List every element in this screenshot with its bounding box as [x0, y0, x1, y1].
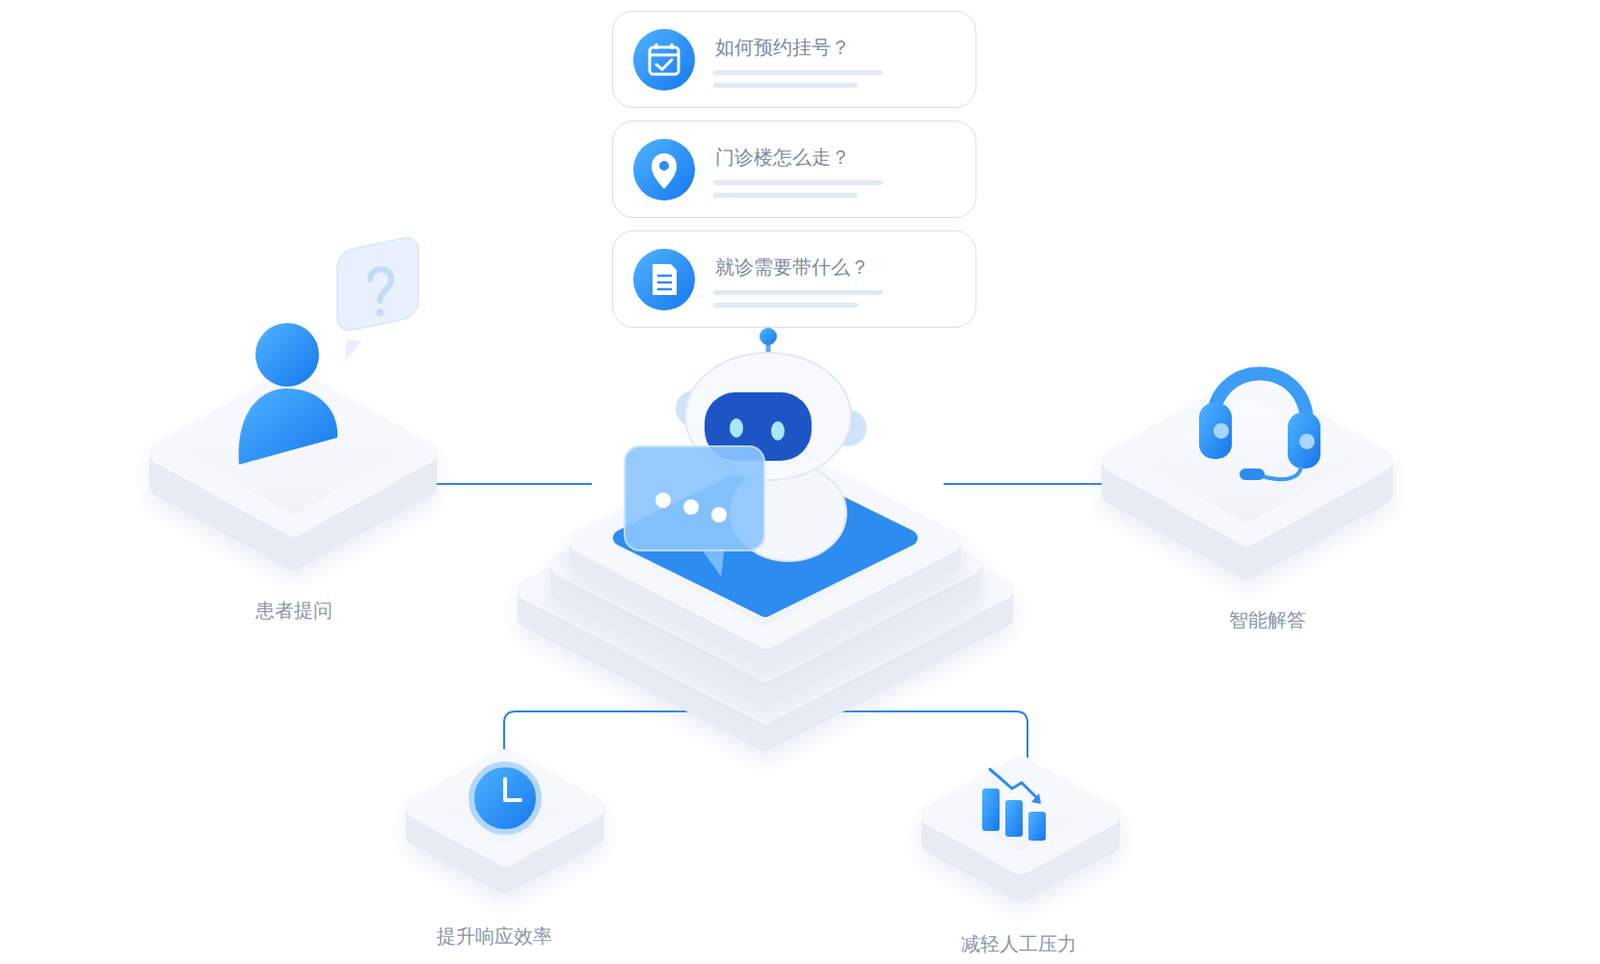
- question-text: 如何预约挂号？: [715, 34, 851, 60]
- clock-platform: [416, 759, 594, 883]
- platform-node: 减轻人工压力: [927, 742, 1111, 957]
- question-text: 门诊楼怎么走？: [715, 144, 851, 170]
- headset-platform: [1112, 385, 1383, 569]
- question-card: 门诊楼怎么走？: [612, 120, 977, 218]
- step-label: 患者提问: [154, 597, 434, 623]
- chart-platform: [932, 767, 1110, 891]
- card-decoration: [613, 121, 978, 219]
- calendar-icon: [649, 43, 679, 75]
- chart-down-icon: [982, 769, 1046, 841]
- patient-icon: [239, 235, 419, 465]
- question-card: 就诊需要带什么？: [612, 230, 977, 328]
- pin-icon: [651, 153, 677, 189]
- step-label: 减轻人工压力: [927, 931, 1111, 957]
- patient-platform: [160, 379, 427, 560]
- question-card: 如何预约挂号？: [612, 10, 977, 108]
- link-line: [943, 482, 1102, 485]
- platform-node: 提升响应效率: [402, 742, 587, 949]
- clock-icon: [471, 764, 539, 832]
- step-label: 提升响应效率: [402, 923, 587, 949]
- link-line: [430, 482, 592, 485]
- doc-icon: [652, 264, 677, 295]
- card-decoration: [613, 231, 978, 329]
- center-platform-top: [580, 445, 951, 658]
- platform-node: 患者提问: [154, 240, 434, 623]
- headset-icon: [1199, 373, 1321, 481]
- question-text: 就诊需要带什么？: [715, 254, 870, 280]
- card-decoration: [613, 11, 978, 109]
- step-label: 智能解答: [1127, 607, 1408, 633]
- platform-node: 智能解答: [1127, 318, 1408, 633]
- chat-bubble: [624, 446, 765, 577]
